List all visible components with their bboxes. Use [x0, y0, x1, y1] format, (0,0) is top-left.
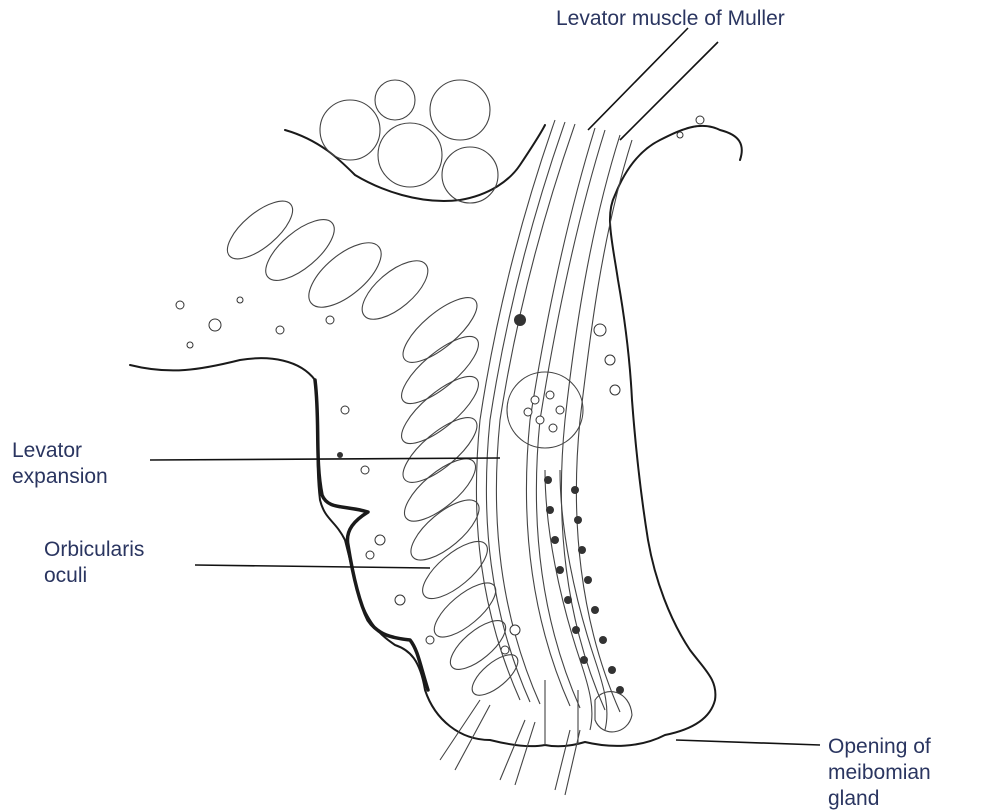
lid-outline [130, 126, 742, 746]
fat-lobule [430, 80, 490, 140]
label-meibomian-3: gland [828, 787, 879, 810]
label-orbicularis-2: oculi [44, 564, 87, 587]
leader-levator-expansion [150, 458, 500, 460]
fat-lobule [442, 147, 498, 203]
label-levator-expansion-1: Levator [12, 439, 82, 462]
fat-lobule-outline [285, 125, 545, 201]
label-meibomian-2: meibomian [828, 761, 931, 784]
fat-lobule [320, 100, 380, 160]
skin-surface [315, 380, 428, 690]
label-orbicularis-1: Orbicularis [44, 538, 144, 561]
label-levator-muller: Levator muscle of Muller [556, 7, 785, 30]
leader-orbicularis [195, 565, 430, 568]
tissue-dots [176, 116, 704, 654]
leader-meibomian-opening [676, 740, 820, 745]
levator-aponeurosis-lines [476, 120, 632, 712]
eyelash-follicles [440, 680, 580, 795]
label-meibomian-1: Opening of [828, 735, 931, 758]
meibomian-gland [544, 470, 624, 730]
fat-lobule [375, 80, 415, 120]
label-levator-expansion-2: expansion [12, 465, 108, 488]
fat-lobule [378, 123, 442, 187]
accessory-gland [507, 372, 583, 448]
leader-levator-muller [588, 28, 688, 130]
eyelid-drawing [130, 80, 742, 795]
